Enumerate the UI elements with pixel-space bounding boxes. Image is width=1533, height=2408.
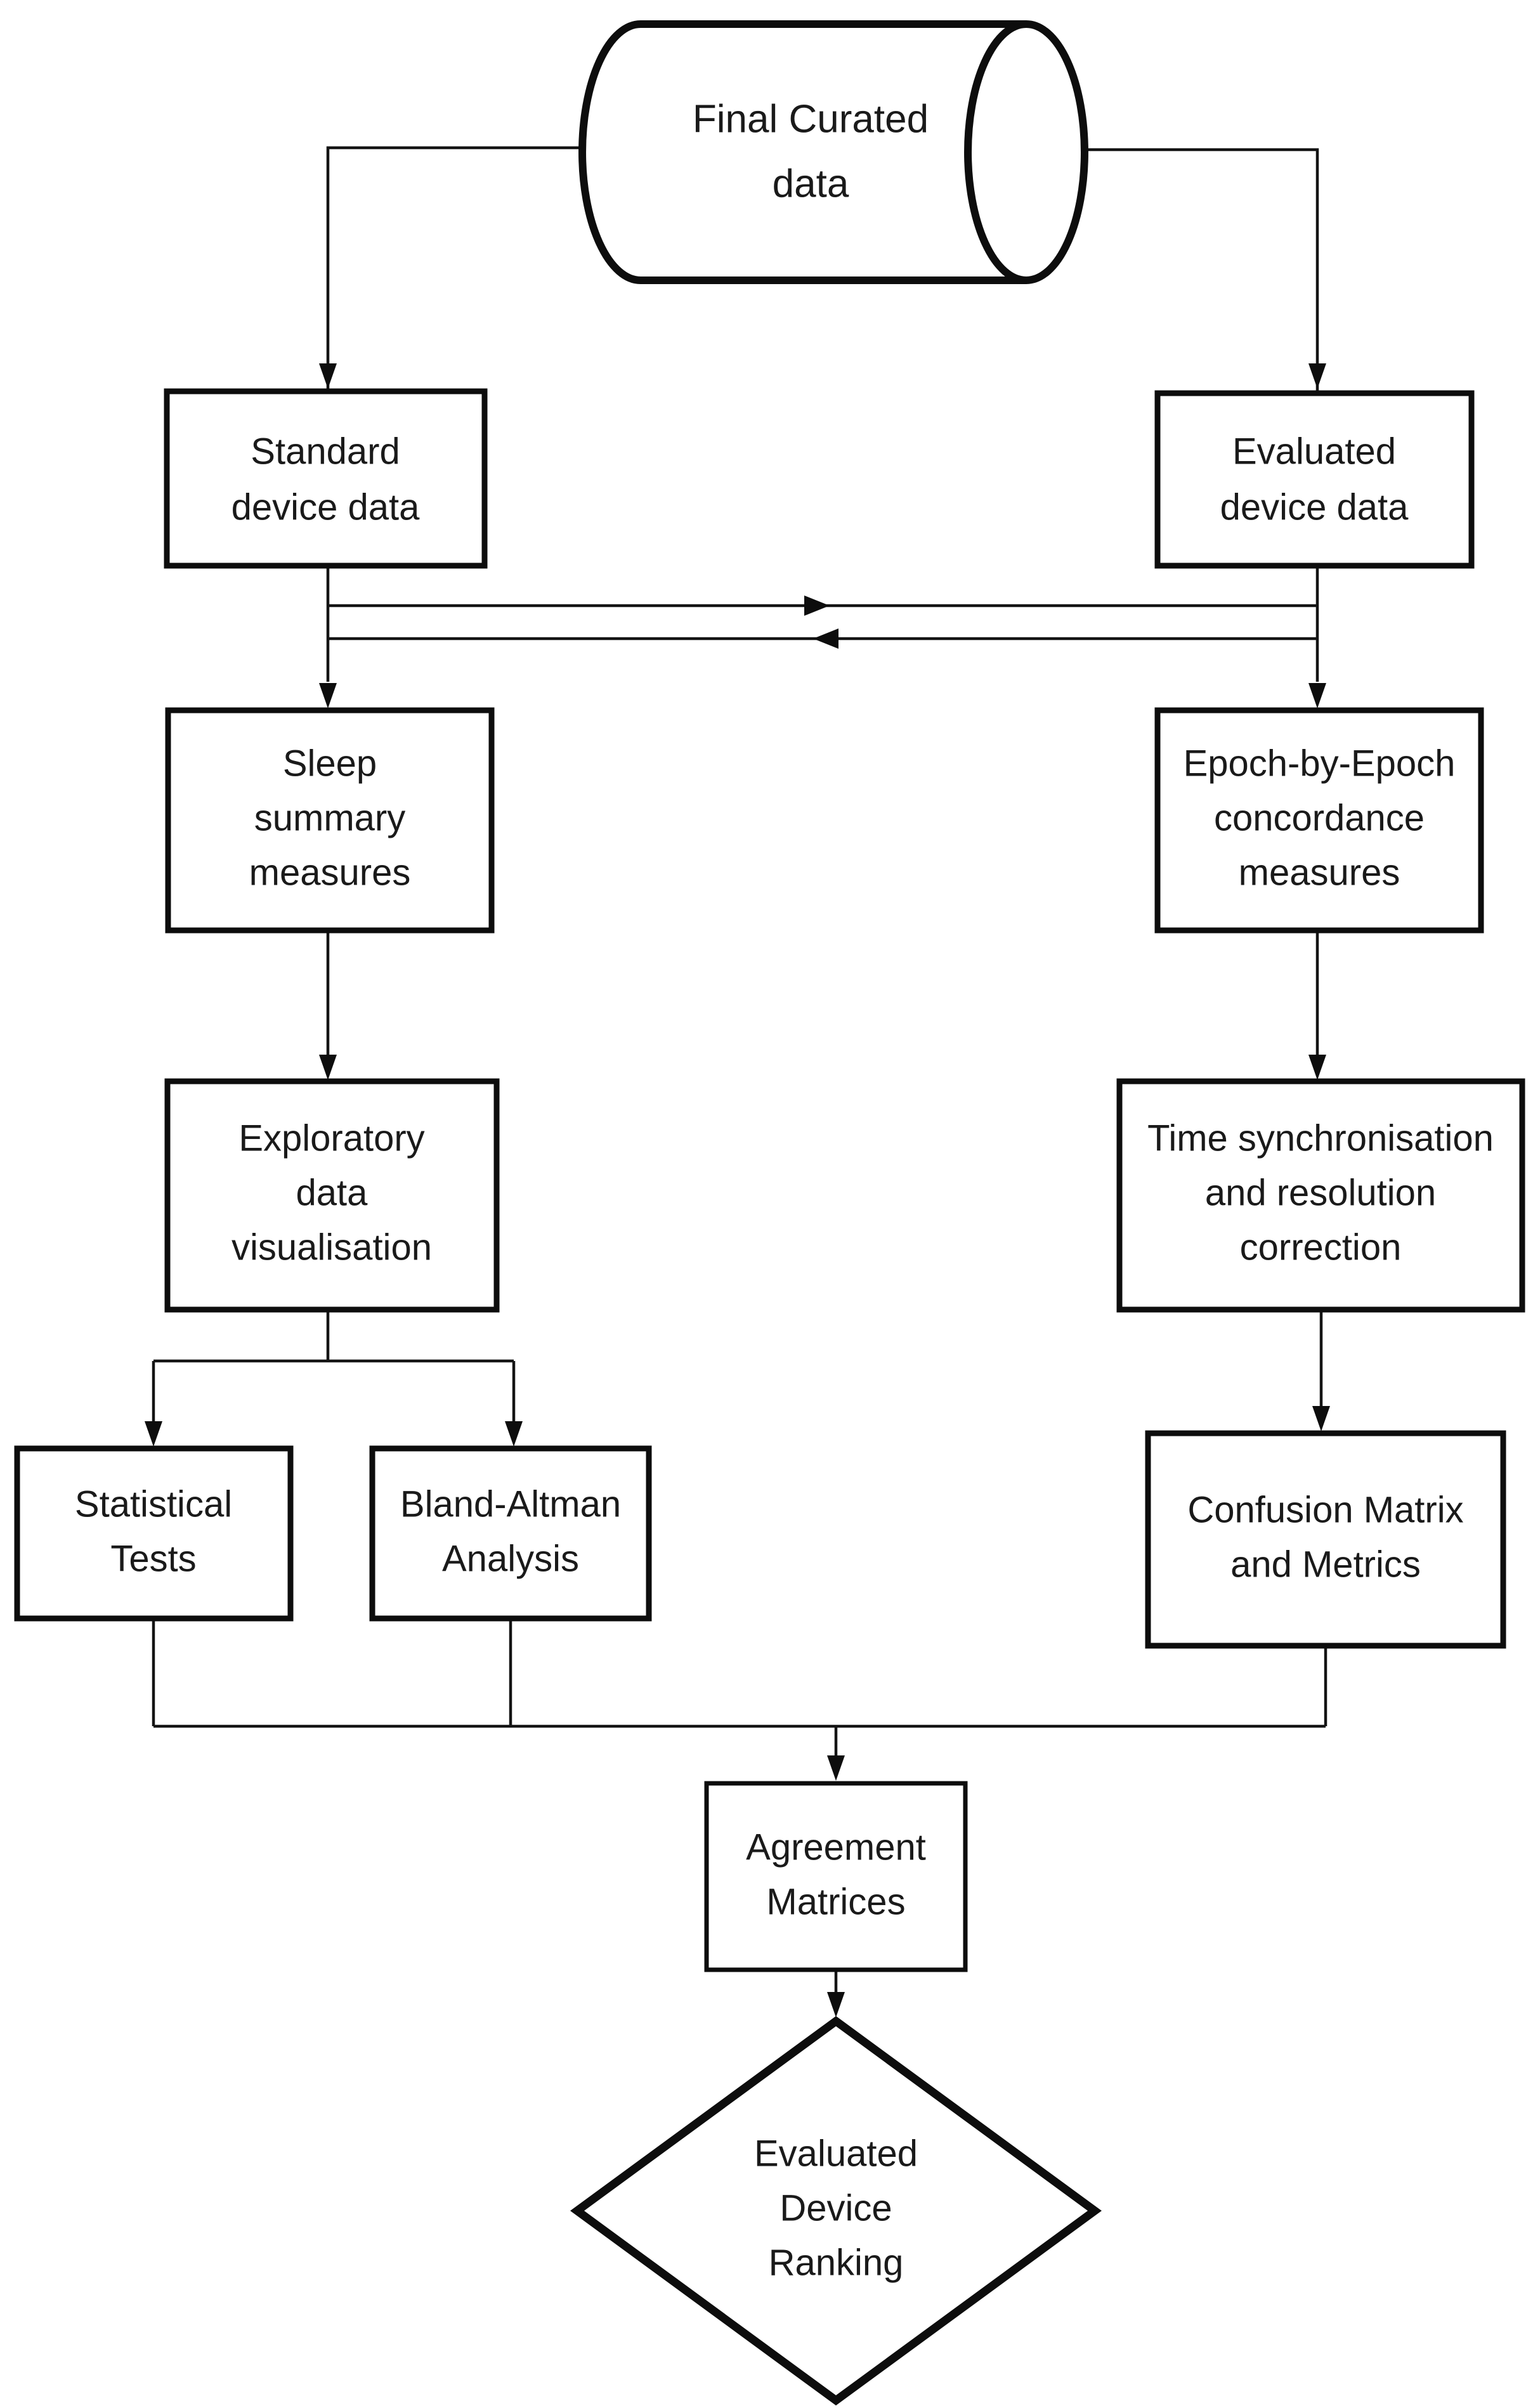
node-final-curated-data: Final Curated data	[578, 20, 1088, 284]
node-label: Tests	[110, 1538, 196, 1579]
node-label: Time synchronisation	[1147, 1117, 1494, 1159]
arrowhead-into-bland	[505, 1421, 523, 1447]
node-epoch-concordance-measures: Epoch-by-Epoch concordance measures	[1154, 707, 1484, 934]
node-label: Confusion Matrix	[1187, 1489, 1463, 1530]
node-label: Agreement	[746, 1826, 926, 1868]
node-confusion-matrix-metrics: Confusion Matrix and Metrics	[1145, 1430, 1506, 1649]
node-rect	[165, 707, 495, 934]
arrowhead-into-epoch	[1308, 683, 1326, 708]
node-label: Sleep	[283, 743, 377, 784]
arrowhead-into-standard	[319, 363, 337, 389]
node-label: Bland-Altman	[400, 1483, 621, 1525]
node-label: Final Curated	[693, 97, 929, 141]
node-bland-altman-analysis: Bland-Altman Analysis	[369, 1445, 652, 1622]
arrowhead-exchange-left	[813, 628, 838, 649]
cylinder-body	[578, 20, 1088, 284]
node-label: measures	[1239, 852, 1400, 893]
node-rect	[704, 1781, 968, 1972]
edge-exploratory-branch	[152, 1310, 516, 1421]
arrowhead-into-agreement	[827, 1755, 845, 1781]
edges-layer	[145, 146, 1330, 2017]
node-time-synchronisation-correction: Time synchronisation and resolution corr…	[1116, 1078, 1525, 1313]
node-label: summary	[254, 797, 405, 838]
node-rect	[14, 1445, 294, 1622]
arrowhead-into-statistical	[145, 1421, 162, 1447]
node-label: Exploratory	[238, 1117, 424, 1159]
node-label: Epoch-by-Epoch	[1184, 743, 1456, 784]
node-exploratory-data-visualisation: Exploratory data visualisation	[164, 1078, 500, 1313]
node-evaluated-device-ranking: Evaluated Device Ranking	[570, 2015, 1102, 2406]
node-label: visualisation	[232, 1227, 432, 1268]
node-label: data	[296, 1172, 369, 1213]
node-label: Evaluated	[754, 2133, 918, 2174]
node-evaluated-device-data: Evaluated device data	[1154, 390, 1475, 569]
node-label: Evaluated	[1232, 431, 1396, 472]
arrowhead-exchange-right	[804, 595, 830, 616]
arrowhead-into-confusion	[1312, 1406, 1330, 1431]
arrowhead-into-evaluated	[1308, 363, 1326, 389]
node-label: Analysis	[442, 1538, 579, 1579]
arrowhead-into-timesync	[1308, 1055, 1326, 1080]
node-label: correction	[1240, 1227, 1402, 1268]
node-rect	[1116, 1078, 1525, 1313]
node-label: Statistical	[75, 1483, 232, 1525]
node-label: Device	[780, 2187, 892, 2229]
node-label: Matrices	[766, 1881, 905, 1922]
arrowhead-into-ranking	[827, 1992, 845, 2017]
node-rect	[164, 1078, 500, 1313]
node-label: concordance	[1214, 797, 1425, 838]
node-label: device data	[232, 486, 420, 528]
node-agreement-matrices: Agreement Matrices	[704, 1781, 968, 1972]
node-rect	[369, 1445, 652, 1622]
node-label: and Metrics	[1230, 1544, 1421, 1585]
node-rect	[1145, 1430, 1506, 1649]
node-rect	[1154, 390, 1475, 569]
node-statistical-tests: Statistical Tests	[14, 1445, 294, 1622]
node-rect	[164, 388, 488, 569]
node-label: data	[773, 162, 849, 205]
node-label: device data	[1220, 486, 1409, 528]
arrowhead-into-exploratory	[319, 1055, 337, 1080]
node-label: measures	[249, 852, 411, 893]
node-sleep-summary-measures: Sleep summary measures	[165, 707, 495, 934]
node-label: and resolution	[1205, 1172, 1436, 1213]
arrowhead-into-sleep	[319, 683, 337, 708]
cylinder-end-cap	[964, 20, 1027, 284]
node-diamond-shape	[570, 2015, 1102, 2406]
node-label: Standard	[251, 431, 400, 472]
node-label: Ranking	[769, 2242, 904, 2283]
node-standard-device-data: Standard device data	[164, 388, 488, 569]
edge-merge-bar	[152, 1618, 1328, 1755]
node-rect	[1154, 707, 1484, 934]
